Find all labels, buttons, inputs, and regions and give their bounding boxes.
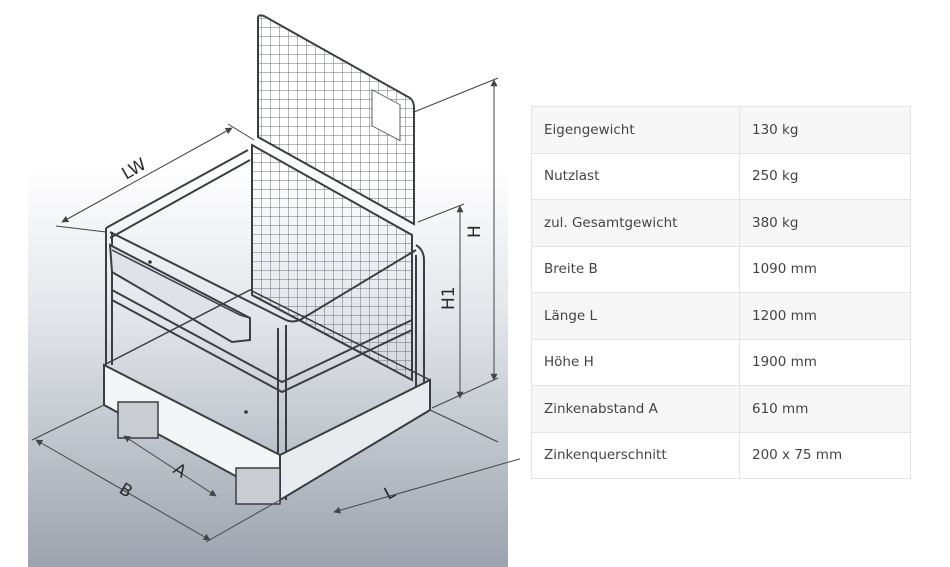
dim-label-h: H [465,225,485,238]
spec-value: 1200 mm [739,292,911,340]
spec-key: zul. Gesamtgewicht [531,199,740,247]
spec-value: 250 kg [739,152,911,200]
dimension-lines [31,77,520,543]
technical-drawing-svg: LW H H1 A B L [28,10,520,567]
spec-key: Eigengewicht [531,106,740,154]
spec-value: 1900 mm [739,338,911,386]
product-drawing: LW H H1 A B L [28,10,520,567]
spec-key: Höhe H [531,338,740,386]
spec-value: 130 kg [739,106,911,154]
spec-value: 610 mm [739,385,911,433]
spec-value: 1090 mm [739,245,911,293]
spec-key: Zinkenquerschnitt [531,431,740,479]
spec-key: Nutzlast [531,152,740,200]
spec-value: 380 kg [739,199,911,247]
base-box [103,289,431,505]
spec-key: Breite B [531,245,740,293]
spec-value: 200 x 75 mm [739,431,911,479]
tool-tray [108,243,251,344]
dim-label-h1: H1 [439,286,459,310]
spec-key: Länge L [531,292,740,340]
back-mesh-panel [251,14,415,382]
spec-key: Zinkenabstand A [531,385,740,433]
